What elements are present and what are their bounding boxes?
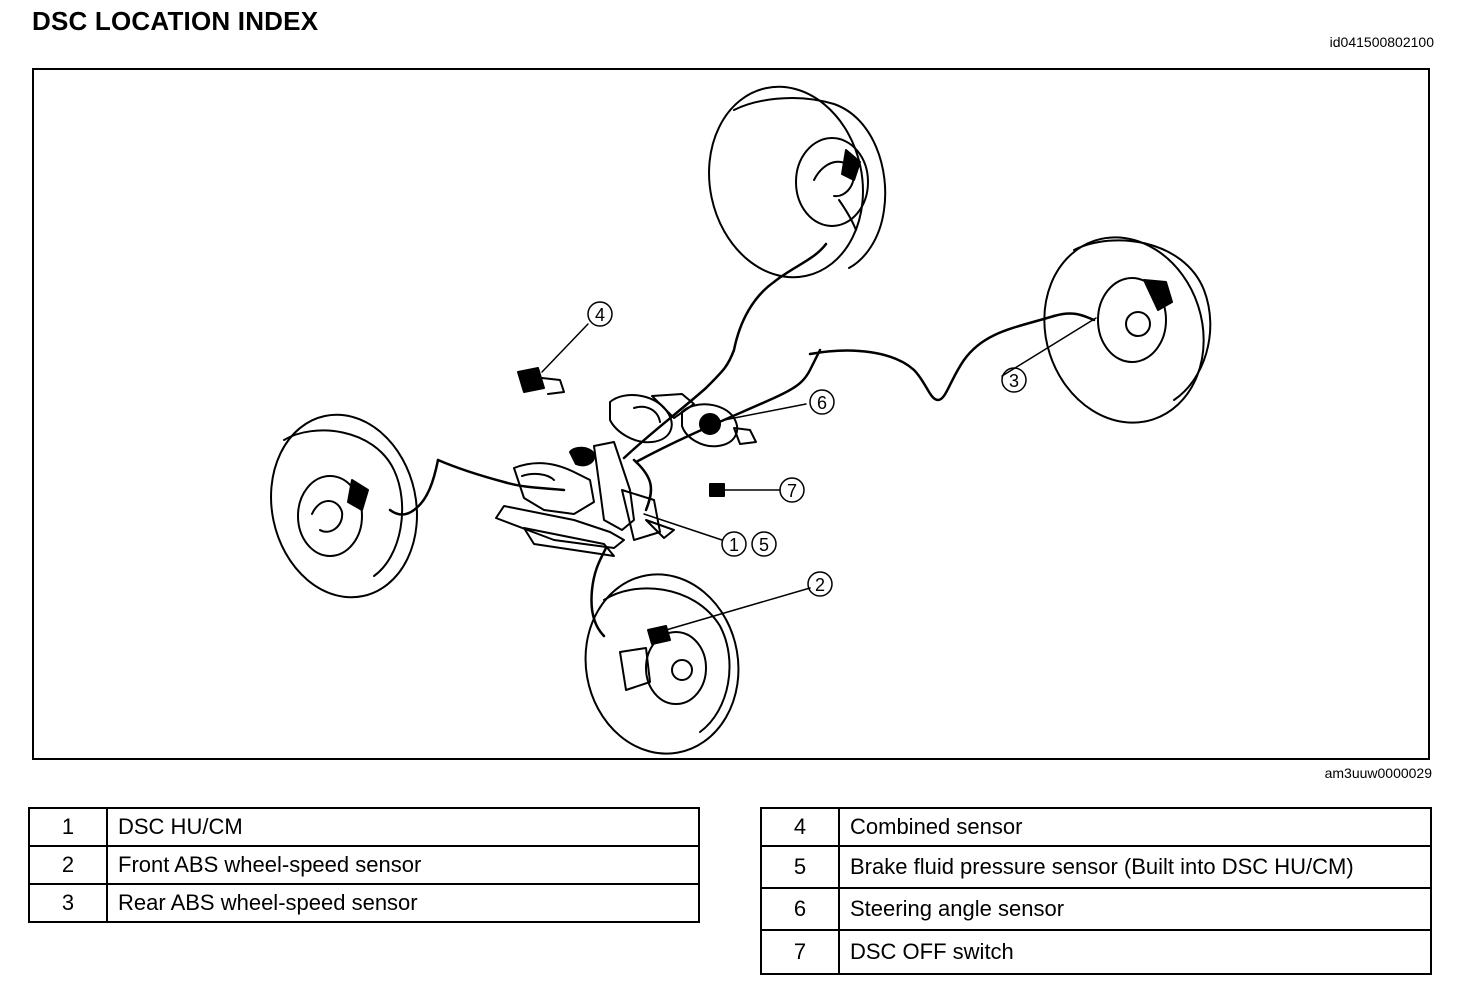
- table-row: 2 Front ABS wheel-speed sensor: [28, 845, 700, 885]
- page-title: DSC LOCATION INDEX: [32, 6, 319, 36]
- legend-number: 1: [28, 807, 108, 847]
- callout-3: 3: [1001, 367, 1027, 393]
- table-row: 6 Steering angle sensor: [760, 887, 1432, 931]
- steering-angle-sensor: [609, 393, 757, 448]
- legend-label: Rear ABS wheel-speed sensor: [106, 883, 700, 923]
- legend-number: 5: [760, 845, 840, 889]
- table-row: 3 Rear ABS wheel-speed sensor: [28, 883, 700, 923]
- legend-label: DSC OFF switch: [838, 929, 1432, 975]
- location-diagram: 4 6 7 1 5 2 3: [32, 68, 1430, 760]
- callout-leaders: [541, 317, 1097, 631]
- legend-label: Combined sensor: [838, 807, 1432, 847]
- legend-label: Brake fluid pressure sensor (Built into …: [838, 845, 1432, 889]
- legend-table-left: 1 DSC HU/CM 2 Front ABS wheel-speed sens…: [28, 807, 700, 923]
- dsc-hu-cm-unit: [495, 441, 675, 557]
- legend-number: 6: [760, 887, 840, 931]
- legend-label: Front ABS wheel-speed sensor: [106, 845, 700, 885]
- table-row: 7 DSC OFF switch: [760, 929, 1432, 975]
- wheel-rear-right: [708, 85, 887, 279]
- legend-number: 2: [28, 845, 108, 885]
- combined-sensor: [517, 367, 565, 395]
- brake-lines: [388, 242, 1096, 638]
- callout-4: 4: [587, 301, 613, 327]
- svg-text:7: 7: [787, 481, 797, 501]
- wheel-front-right: [270, 413, 418, 599]
- dsc-off-switch: [709, 483, 725, 497]
- svg-text:5: 5: [759, 535, 769, 555]
- callout-6: 6: [809, 389, 835, 415]
- callout-1: 1: [721, 531, 747, 557]
- svg-text:6: 6: [817, 393, 827, 413]
- wheel-rear-left: [1043, 236, 1212, 424]
- callout-7: 7: [779, 477, 805, 503]
- legend-label: DSC HU/CM: [106, 807, 700, 847]
- document-id: id041500802100: [1329, 34, 1434, 50]
- svg-text:1: 1: [729, 535, 739, 555]
- table-row: 5 Brake fluid pressure sensor (Built int…: [760, 845, 1432, 889]
- legend-number: 4: [760, 807, 840, 847]
- svg-text:2: 2: [815, 575, 825, 595]
- table-row: 4 Combined sensor: [760, 807, 1432, 847]
- callout-2: 2: [807, 571, 833, 597]
- callout-5: 5: [751, 531, 777, 557]
- legend-number: 3: [28, 883, 108, 923]
- svg-text:3: 3: [1009, 371, 1019, 391]
- table-row: 1 DSC HU/CM: [28, 807, 700, 847]
- figure-id: am3uuw0000029: [1324, 765, 1432, 781]
- diagram-drawing: 4 6 7 1 5 2 3: [270, 85, 1212, 755]
- wheel-front-left: [584, 573, 740, 755]
- callout-markers: 4 6 7 1 5 2 3: [587, 301, 1027, 597]
- legend-label: Steering angle sensor: [838, 887, 1432, 931]
- legend-table-right: 4 Combined sensor 5 Brake fluid pressure…: [760, 807, 1432, 975]
- svg-text:4: 4: [595, 305, 605, 325]
- legend-number: 7: [760, 929, 840, 975]
